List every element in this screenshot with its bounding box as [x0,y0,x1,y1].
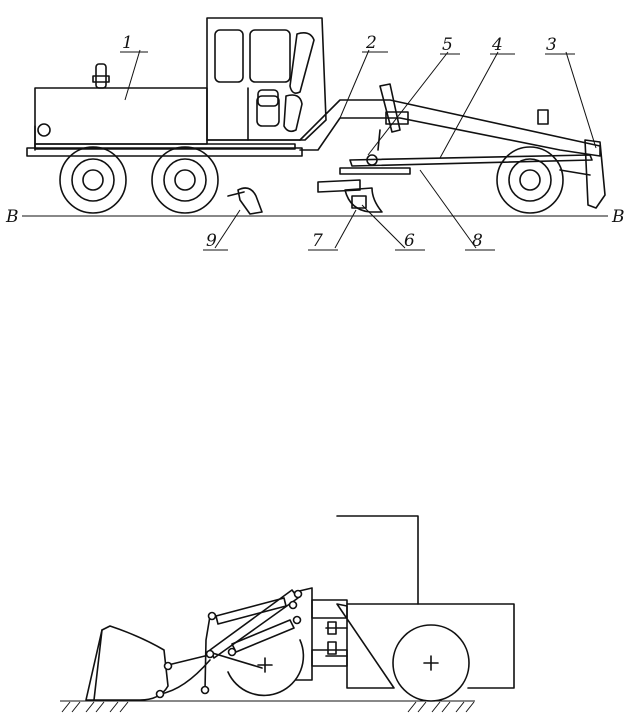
callout-8: 8 [472,231,483,251]
bucket [85,625,169,701]
lift-cylinder [231,619,295,653]
drawbar [349,154,593,167]
rear-wheel-2 [151,146,219,214]
wheel-loader [60,515,515,713]
front-blade [584,139,606,209]
cab [206,17,327,141]
callout-9: 9 [206,231,217,251]
rear-wheel-1 [59,146,127,214]
ground-label-right: B [611,207,625,227]
callout-3: 3 [546,35,557,55]
blade [317,179,361,193]
engine-hood [34,87,208,145]
pivot-pins [155,589,303,699]
scarifier [237,187,263,215]
ground-label-left: B [5,207,19,227]
motor-grader: 1 2 3 4 5 6 7 8 9 B B [5,17,625,251]
callout-2: 2 [365,33,377,53]
tilt-cylinder [215,597,287,625]
front-wheel [496,146,564,214]
callout-4: 4 [491,35,503,55]
callout-7: 7 [312,231,323,251]
callout-6: 6 [404,231,415,251]
ground-hatching [61,701,475,713]
loader-rear-wheel [392,624,470,702]
main-frame [299,99,601,157]
callout-5: 5 [442,35,453,55]
callout-1: 1 [122,33,133,53]
loader-front-wheel [227,639,305,697]
